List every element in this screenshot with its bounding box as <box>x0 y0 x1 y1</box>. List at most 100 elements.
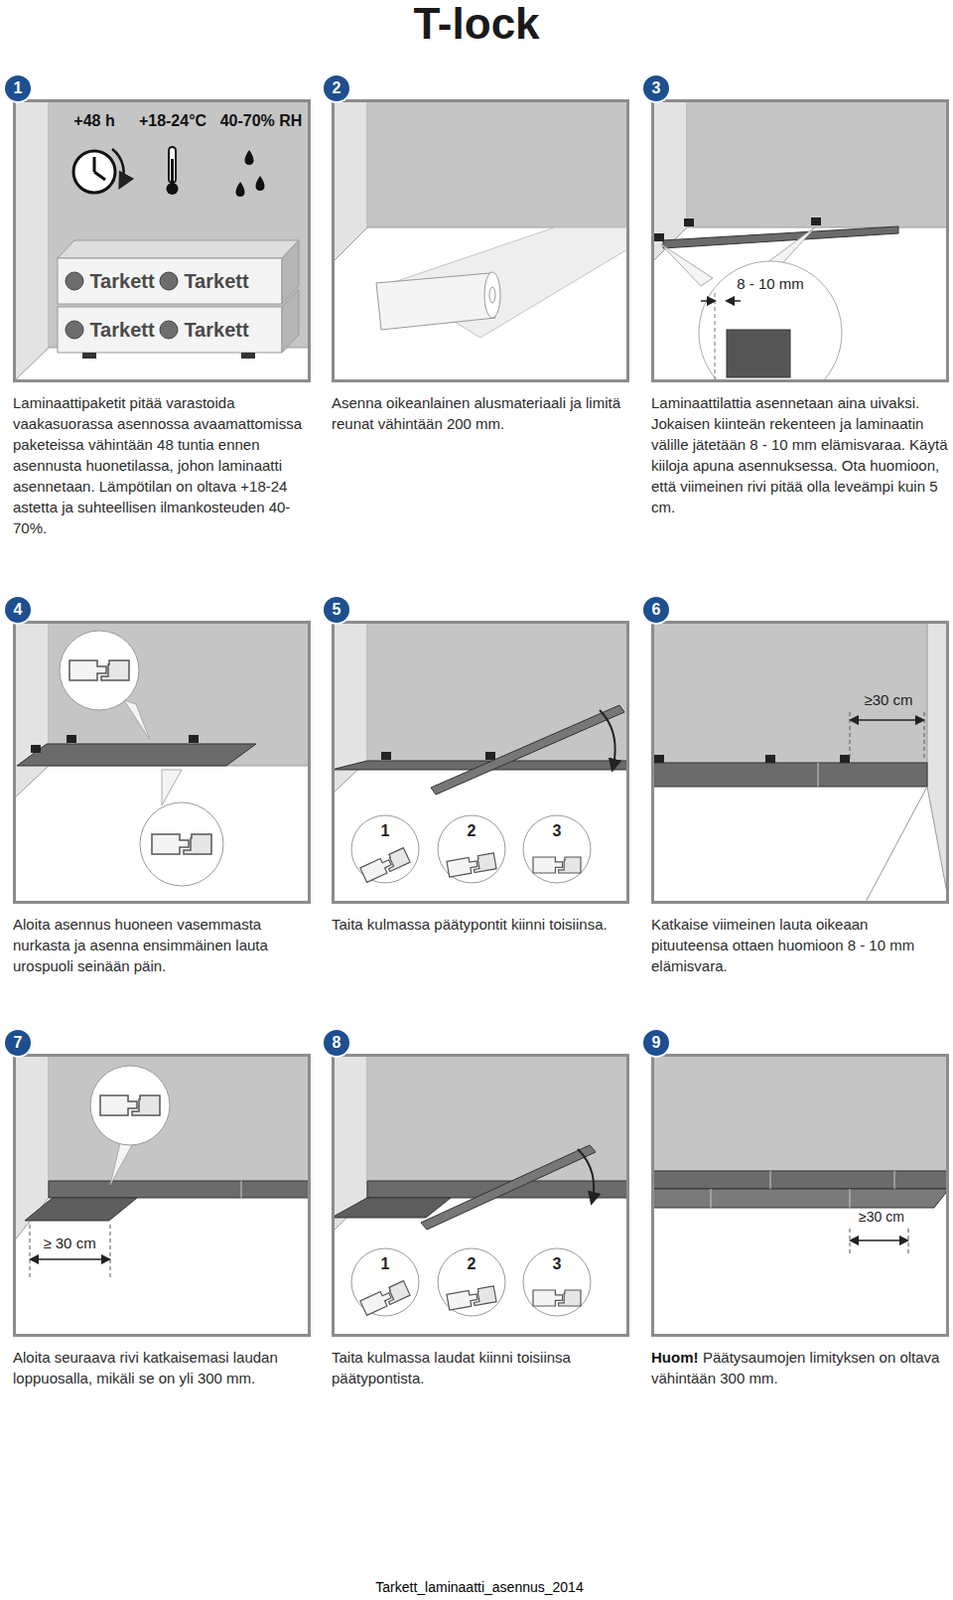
illustration-part <box>654 233 665 242</box>
illustration-part <box>166 182 179 195</box>
illustration-part <box>139 802 224 886</box>
brand-logo: Tarkett <box>183 270 249 293</box>
illustration-part <box>331 1053 630 1337</box>
illustration-part <box>765 754 776 763</box>
illustration-part <box>281 288 299 353</box>
illustration-part <box>651 620 950 904</box>
illustration-part <box>331 99 630 383</box>
cut-board-illustration <box>651 620 950 904</box>
dimension-label: ≥30 cm <box>858 1208 905 1225</box>
illustration-part <box>159 320 178 339</box>
illustration-part <box>360 847 410 883</box>
step-number-text: 3 <box>652 80 662 97</box>
illustration-part <box>533 1289 581 1306</box>
sub-step-number: 2 <box>467 821 477 840</box>
dimension-label: 8 - 10 mm <box>736 274 805 292</box>
illustration-part <box>726 299 741 302</box>
step-panel: Aloita asennus huoneen vasemmasta nurkas… <box>12 620 311 904</box>
illustration-part <box>683 218 694 227</box>
illustration-part <box>351 815 419 883</box>
illustration-part <box>367 620 630 761</box>
step-text: Taita kulmassa päätypontit kiinni toisii… <box>331 915 608 933</box>
illustration-part <box>651 1188 950 1208</box>
illustration-part <box>686 99 950 228</box>
expansion-gap-illustration <box>651 99 950 405</box>
step-number: 5 <box>321 594 352 625</box>
illustration-part <box>850 1238 908 1241</box>
illustration-part <box>331 99 368 264</box>
step-panel: Laminaattipaketit pitää varastoida vaaka… <box>12 99 311 383</box>
brand-logo: Tarkett <box>89 318 154 342</box>
illustration-part <box>12 99 311 383</box>
step-caption: Laminaattilattia asennetaan aina uivaksi… <box>651 392 950 518</box>
step-panel: Huom!Päätysaumojen limityksen on oltava … <box>651 1053 950 1337</box>
illustration-part <box>714 292 716 383</box>
brand-logo: Tarkett <box>183 318 249 342</box>
illustration-part <box>59 630 139 710</box>
step-number: 2 <box>321 73 352 104</box>
illustration-part <box>12 99 311 383</box>
step-number: 9 <box>641 1027 672 1058</box>
illustration-part <box>12 620 49 800</box>
illustration-part <box>48 1180 311 1198</box>
illustration-part <box>381 751 392 760</box>
illustration-part <box>331 620 630 904</box>
step-text: Laminaattilattia asennetaan aina uivaksi… <box>651 394 948 516</box>
illustration-part <box>651 1053 950 1337</box>
illustration-part <box>351 1247 419 1316</box>
step-panel: Katkaise viimeinen lauta oikeaan pituute… <box>651 620 950 904</box>
step-number-text: 7 <box>13 1034 23 1051</box>
step-caption: Huom!Päätysaumojen limityksen on oltava … <box>651 1346 950 1388</box>
footer-text: Tarkett_laminaatti_asennus_2014 <box>375 1578 583 1595</box>
illustration-part <box>73 150 116 193</box>
illustration-part <box>437 815 506 883</box>
illustration-part <box>100 1094 160 1115</box>
step-text: Taita kulmassa laudat kiinni toisiinsa p… <box>331 1348 571 1386</box>
step-caption: Aloita seuraava rivi katkaisemasi laudan… <box>12 1346 311 1388</box>
illustration-part <box>94 156 106 180</box>
illustration-part <box>654 754 665 763</box>
step-panel: Taita kulmassa laudat kiinni toisiinsa p… <box>331 1053 630 1337</box>
illustration-part <box>161 769 182 806</box>
illustration-part <box>489 286 496 303</box>
step-text: Laminaattipaketit pitää varastoida vaaka… <box>12 394 302 537</box>
illustration-part <box>700 299 715 302</box>
condition-label: +18-24°C <box>138 112 207 131</box>
side-joint-illustration <box>331 1053 630 1337</box>
illustration-part <box>710 1188 712 1208</box>
sub-step-number: 3 <box>552 1254 562 1273</box>
step-text: Asenna oikeanlainen alusmateriaali ja li… <box>331 394 621 432</box>
step-number-text: 9 <box>652 1034 662 1051</box>
step-number: 4 <box>2 594 33 625</box>
sub-step-number: 1 <box>381 821 391 840</box>
illustration-part <box>48 1053 311 1181</box>
step-number: 6 <box>641 594 672 625</box>
storage-illustration <box>12 99 311 383</box>
illustration-part <box>12 1053 311 1337</box>
step-number: 8 <box>321 1027 352 1058</box>
illustration-part <box>430 704 625 795</box>
step-caption: Taita kulmassa laudat kiinni toisiinsa p… <box>331 1346 630 1388</box>
illustration-part <box>523 1247 591 1316</box>
step-number-text: 6 <box>652 601 662 618</box>
illustration-part <box>110 1224 112 1277</box>
dimension-label: ≥ 30 cm <box>42 1233 96 1251</box>
illustration-part <box>894 1170 896 1189</box>
sub-step-number: 3 <box>552 821 562 840</box>
illustration-part <box>817 762 819 787</box>
underlay-illustration <box>331 99 630 383</box>
illustration-part <box>57 306 282 353</box>
illustration-part <box>24 1197 137 1221</box>
illustration-part <box>651 1053 950 1171</box>
end-joint-illustration <box>331 620 630 904</box>
illustration-part <box>241 1180 243 1198</box>
first-row-illustration <box>12 620 311 904</box>
step-caption: Asenna oikeanlainen alusmateriaali ja li… <box>331 392 630 434</box>
illustration-part <box>420 1144 596 1229</box>
illustration-part <box>726 329 791 378</box>
illustration-part <box>927 620 950 904</box>
illustration-part <box>65 272 84 290</box>
illustration-part <box>30 744 41 753</box>
illustration-part <box>446 1285 497 1310</box>
illustration-part <box>65 320 84 339</box>
